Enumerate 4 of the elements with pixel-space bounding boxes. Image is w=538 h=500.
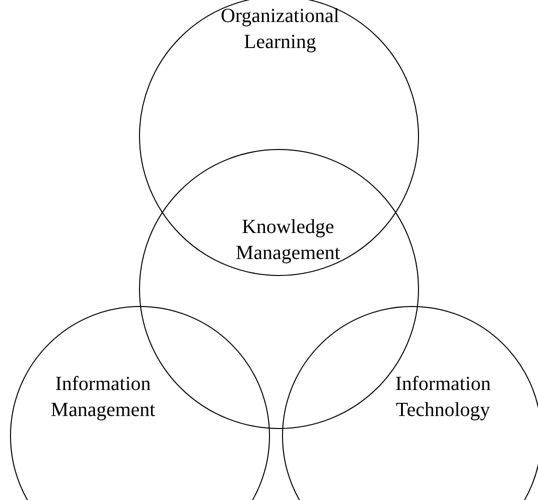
circle-label: Knowledge Management xyxy=(234,215,342,266)
circle-label: Information Management xyxy=(50,372,156,423)
circle-label: Information Technology xyxy=(394,372,492,423)
circle-label: Organizational Learning xyxy=(220,4,340,55)
